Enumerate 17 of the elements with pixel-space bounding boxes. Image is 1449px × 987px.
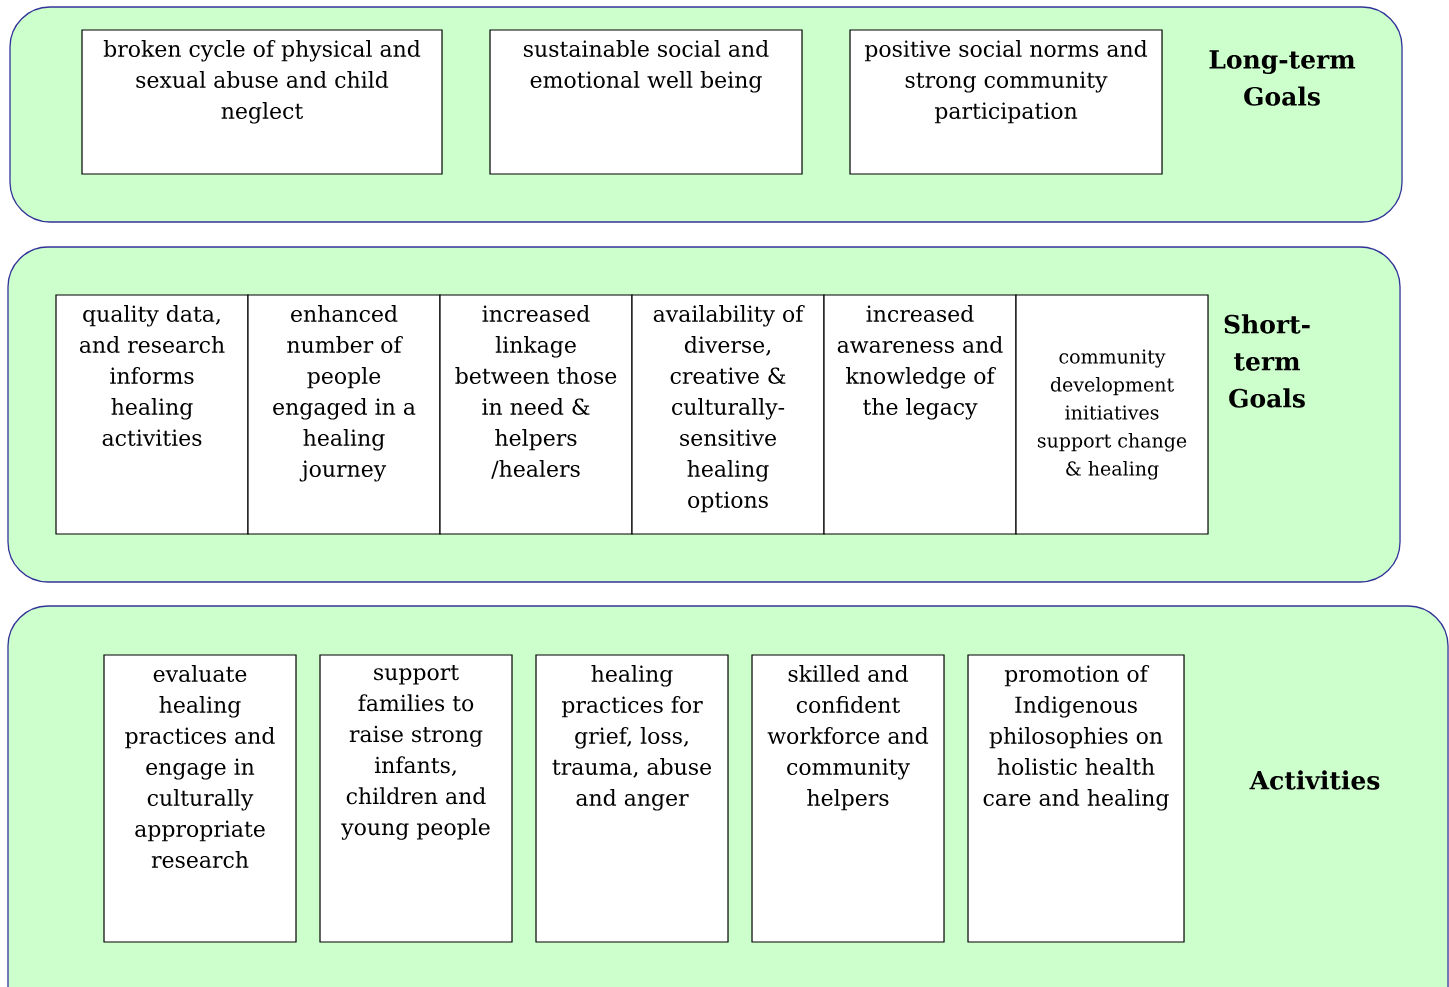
text-box: community development initiatives support change & healing bbox=[1015, 294, 1209, 535]
text-box: promotion of Indigenous philosophies on holistic health care and healing bbox=[967, 654, 1185, 943]
text-box: positive social norms and strong community participation bbox=[849, 29, 1163, 175]
text-box: increased awareness and knowledge of the legacy bbox=[823, 294, 1017, 535]
text-box: sustainable social and emotional well being bbox=[489, 29, 803, 175]
text-box: increased linkage between those in need & helpers /healers bbox=[439, 294, 633, 535]
text-box: availability of diverse, creative & culturally-sensitive healing options bbox=[631, 294, 825, 535]
text-box: quality data, and research informs healing activities bbox=[55, 294, 249, 535]
band-heading: Activities bbox=[1249, 770, 1380, 790]
text-box: support families to raise strong infants, children and young people bbox=[319, 654, 513, 943]
text-box: enhanced number of people engaged in a healing journey bbox=[247, 294, 441, 535]
band-heading: Short-term Goals bbox=[1224, 314, 1310, 408]
text-box: skilled and confident workforce and community helpers bbox=[751, 654, 945, 943]
text-box: evaluate healing practices and engage in culturally appropriate research bbox=[103, 654, 297, 943]
band-heading: Long-term Goals bbox=[1209, 50, 1356, 106]
text-box: healing practices for grief, loss, trauma, abuse and anger bbox=[535, 654, 729, 943]
text-box: broken cycle of physical and sexual abuse and child neglect bbox=[81, 29, 443, 175]
